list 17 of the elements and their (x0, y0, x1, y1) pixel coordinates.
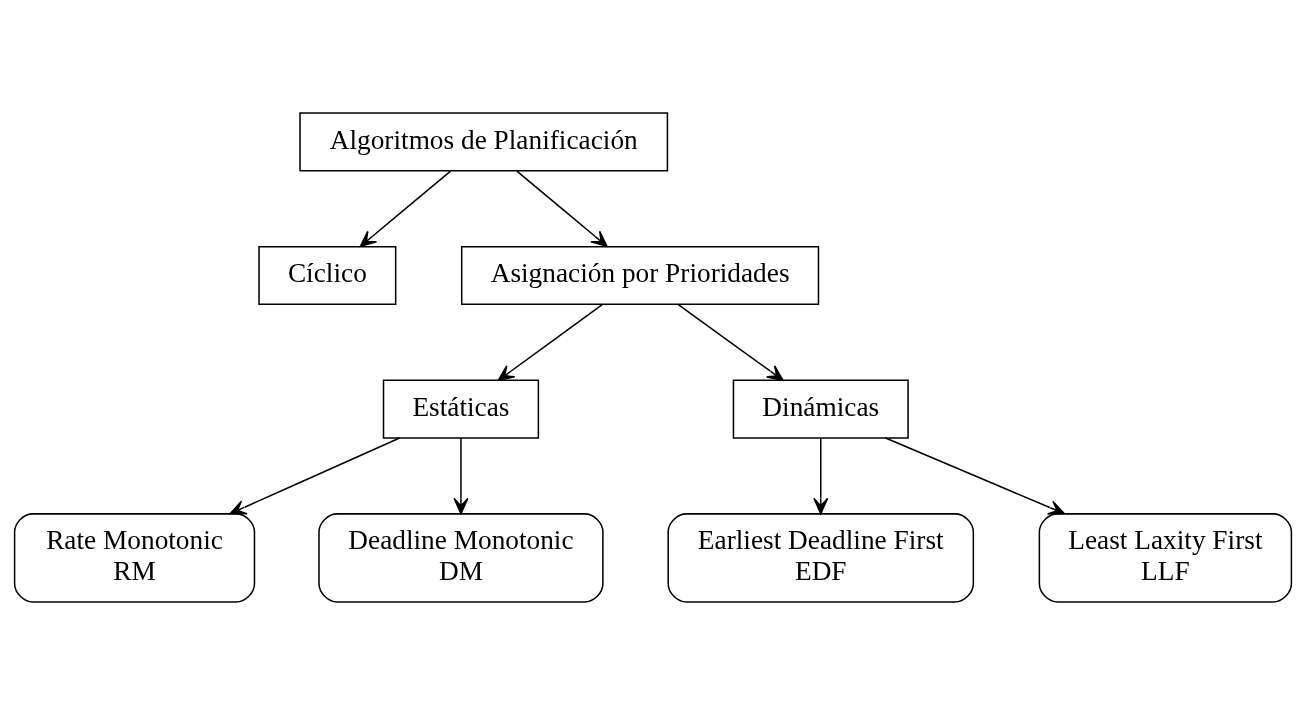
arrow (813, 436, 829, 514)
arrow (359, 169, 452, 247)
arrow (229, 436, 401, 514)
node-box: Earliest Deadline First EDF (667, 512, 975, 603)
node-box: Algoritmos de Planificación (299, 111, 669, 171)
arrow (497, 303, 604, 381)
arrow (453, 436, 469, 514)
arrow (884, 436, 1065, 515)
node-box: Least Laxity First LLF (1038, 512, 1293, 603)
node-box: Asignación por Prioridades (460, 245, 820, 305)
node-box: Cíclico (258, 245, 397, 305)
node-box: Estáticas (382, 379, 540, 439)
node-box: Dinámicas (732, 379, 909, 439)
node-box: Rate Monotonic RM (13, 512, 256, 603)
arrow (516, 169, 608, 247)
node-box: Deadline Monotonic DM (318, 512, 604, 603)
arrow (677, 303, 784, 381)
